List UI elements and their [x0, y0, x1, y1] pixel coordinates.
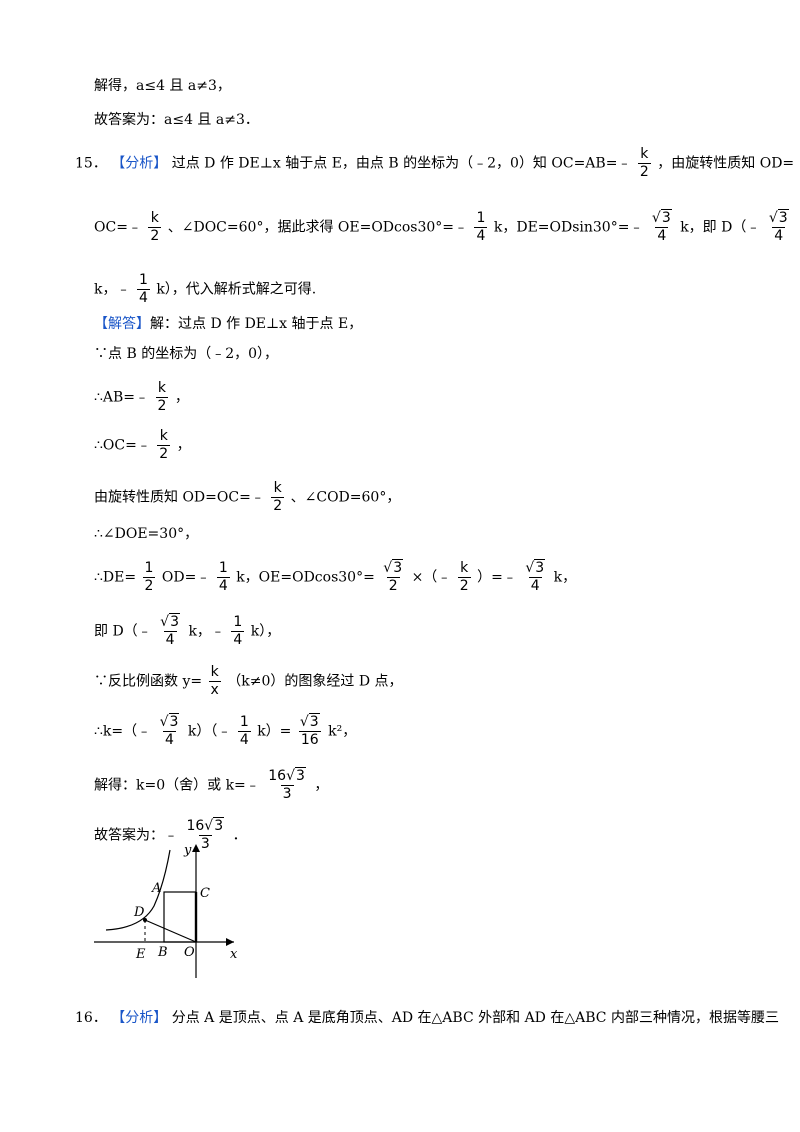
label-y: y: [183, 843, 192, 858]
label-E: E: [135, 947, 146, 962]
q16-line: 16． 【分析】 分点 A 是顶点、点 A 是底角顶点、AD 在△ABC 外部和…: [75, 1008, 779, 1028]
text: k²，: [328, 723, 357, 740]
analysis-tag: 【分析】: [111, 155, 168, 172]
question-number: 16．: [75, 1010, 107, 1026]
label-O: O: [184, 945, 195, 960]
solution-line: 【解答】解：过点 D 作 DE⊥x 轴于点 E，: [94, 314, 362, 334]
text: 即 D（﹣: [94, 623, 152, 640]
text: k）=: [257, 723, 292, 740]
text: k，﹣: [94, 281, 131, 298]
text: 、∠DOC=60°，据此求得 OE=ODcos30°=﹣: [167, 219, 469, 236]
text: k），: [250, 623, 281, 640]
text: OD=﹣: [161, 569, 211, 586]
text: （k≠0）的图象经过 D 点，: [227, 673, 403, 690]
question-number: 15．: [75, 155, 107, 172]
text: 、∠COD=60°，: [290, 489, 401, 506]
label-D: D: [133, 905, 145, 920]
solution-tag: 【解答】: [94, 316, 150, 332]
text: k，﹣: [188, 623, 225, 640]
text: 故答案为：﹣: [94, 827, 178, 844]
text: ∴k=（﹣: [94, 723, 152, 740]
text: k，即 D（﹣: [680, 219, 761, 236]
analysis-tag: 【分析】: [111, 1010, 168, 1026]
text: ，由旋转性质知 OD=: [657, 155, 795, 172]
text: ×（﹣: [411, 569, 452, 586]
label-A: A: [151, 881, 161, 896]
label-x: x: [230, 947, 238, 962]
text: 分点 A 是顶点、点 A 是底角顶点、AD 在△ABC 外部和 AD 在△ABC…: [171, 1010, 779, 1026]
text: k，: [553, 569, 577, 586]
text: ∴AB=﹣: [94, 389, 150, 406]
text: ∴OC=﹣: [94, 437, 151, 454]
solution-line: ∴∠DOE=30°，: [94, 526, 199, 542]
text: ，: [314, 777, 329, 794]
hyperbola-curve: [105, 849, 171, 931]
text: 解：过点 D 作 DE⊥x 轴于点 E，: [150, 316, 363, 332]
text: ）=﹣: [477, 569, 517, 586]
geometry-figure: y x A C D E B O: [94, 843, 238, 978]
text: ，: [174, 389, 189, 406]
text: 解得：k=0（舍）或 k=﹣: [94, 777, 260, 794]
label-C: C: [200, 886, 210, 901]
segment-OD: [144, 919, 197, 943]
q15-analysis-line1: 15． 【分析】 过点 D 作 DE⊥x 轴于点 E，由点 B 的坐标为（﹣2，…: [75, 146, 794, 181]
point-D: [143, 918, 147, 922]
label-B: B: [157, 945, 168, 960]
y-axis-arrow: [192, 844, 200, 852]
text: 过点 D 作 DE⊥x 轴于点 E，由点 B 的坐标为（﹣2，0）知 OC=AB…: [171, 155, 632, 172]
text: ．: [232, 827, 247, 844]
text: ，: [176, 437, 191, 454]
text: ∵反比例函数 y=: [94, 673, 203, 690]
solution-line: ∵点 B 的坐标为（﹣2，0），: [94, 346, 279, 362]
x-axis-arrow: [226, 938, 234, 946]
text: k，DE=ODsin30°=﹣: [493, 219, 644, 236]
text-line: 解得，a≤4 且 a≠3，: [94, 78, 231, 94]
text: OC=﹣: [94, 219, 142, 236]
text-line: 故答案为：a≤4 且 a≠3．: [94, 112, 259, 128]
text: ∴DE=: [94, 569, 137, 586]
text: k），代入解析式解之可得.: [156, 281, 317, 298]
text: 由旋转性质知 OD=OC=﹣: [94, 489, 265, 506]
text: k，OE=ODcos30°=: [236, 569, 375, 586]
text: k）（﹣: [187, 723, 232, 740]
